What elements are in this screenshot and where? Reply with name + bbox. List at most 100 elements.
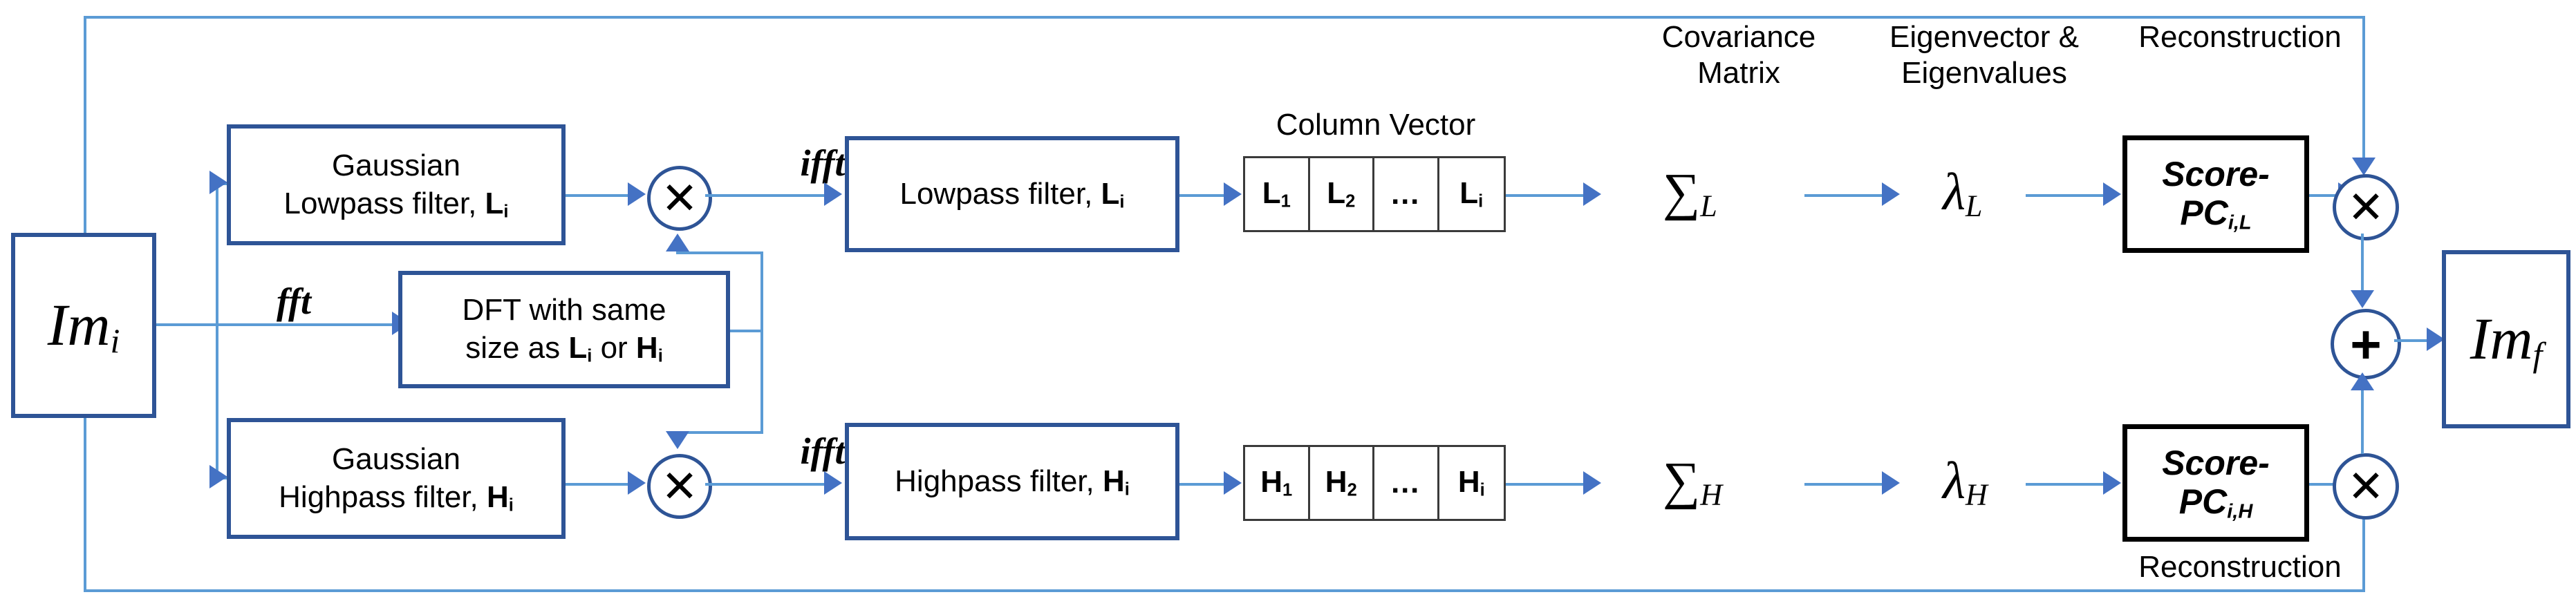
lowpass-eigenvalue-symbol: λL xyxy=(1943,163,1983,223)
link-highpass-covariance-to-eigen xyxy=(1804,483,1887,486)
covariance-matrix-header: Covariance Matrix xyxy=(1661,20,1816,90)
highpass-column-vector[interactable]: H1 H2 … Hi xyxy=(1243,445,1506,521)
vector-cell-label: H1 xyxy=(1260,465,1293,500)
ifft-top-label: ifft xyxy=(800,142,846,184)
highpass-filter-block[interactable]: Highpass filter, Hi xyxy=(845,423,1179,540)
arrow-into-lowpass-eigen xyxy=(1882,182,1900,206)
link-lowpass-filter-to-vector xyxy=(1179,194,1229,197)
feedback-top-vertical-left xyxy=(84,16,86,342)
gaussian-highpass-label: Gaussian Highpass filter, Hi xyxy=(279,441,514,515)
lowpass-score-pc-label: Score- PCi,L xyxy=(2162,154,2270,234)
feedback-top-arrow xyxy=(2352,158,2376,175)
vector-cell: H1 xyxy=(1245,447,1310,519)
highpass-covariance-symbol: ∑H xyxy=(1663,452,1723,512)
vector-cell-label: … xyxy=(1390,177,1422,211)
lowpass-filter-label: Lowpass filter, Li xyxy=(899,176,1125,212)
link-top-multiply-to-lowpass-filter xyxy=(705,194,830,197)
gaussian-highpass-block[interactable]: Gaussian Highpass filter, Hi xyxy=(227,418,566,539)
vector-cell-label: L2 xyxy=(1327,176,1356,211)
input-split-vertical xyxy=(216,182,218,479)
top-multiply-glyph: ✕ xyxy=(661,173,698,223)
lowpass-score-pc-block[interactable]: Score- PCi,L xyxy=(2122,135,2309,253)
feedback-top-vertical-right xyxy=(2362,16,2365,158)
input-image-block[interactable]: Imi xyxy=(11,233,156,418)
arrow-into-highpass-eigen xyxy=(1882,471,1900,495)
feedback-top-horizontal xyxy=(84,16,2365,19)
arrow-into-top-multiply-left xyxy=(628,182,646,206)
highpass-score-pc-label: Score- PCi,H xyxy=(2162,443,2270,522)
link-sum-to-output xyxy=(2394,339,2432,342)
gaussian-lowpass-label: Gaussian Lowpass filter, Li xyxy=(283,148,509,222)
reconstruction-top-header: Reconstruction xyxy=(2138,20,2342,54)
reconstruction-bottom-header: Reconstruction xyxy=(2138,550,2342,584)
feedback-bottom-vertical-right xyxy=(2362,495,2365,591)
arrow-into-highpass-vector xyxy=(1224,471,1242,495)
vector-cell: H2 xyxy=(1310,447,1375,519)
link-gaussian-highpass-to-multiply xyxy=(566,483,635,486)
top-right-multiply-operator[interactable]: ✕ xyxy=(2333,174,2399,240)
bottom-multiply-glyph: ✕ xyxy=(661,462,698,511)
highpass-filter-label: Highpass filter, Hi xyxy=(895,464,1130,500)
vector-cell-label: H2 xyxy=(1325,465,1357,500)
link-highpass-filter-to-vector xyxy=(1179,483,1229,486)
arrow-into-sum-top xyxy=(2351,290,2374,308)
output-image-block[interactable]: Imf xyxy=(2442,250,2570,428)
vector-cell: L2 xyxy=(1310,158,1375,230)
vector-cell-ellipsis: … xyxy=(1374,447,1439,519)
lowpass-column-vector[interactable]: L1 L2 … Li xyxy=(1243,156,1506,232)
dft-block[interactable]: DFT with same size as Li or Hi xyxy=(398,271,730,388)
arrow-into-lowpass-covariance xyxy=(1583,182,1601,206)
arrow-into-sum-bottom xyxy=(2351,372,2374,390)
sum-glyph: + xyxy=(2350,314,2382,374)
arrow-into-lowpass-score xyxy=(2103,182,2121,206)
vector-cell-label: L1 xyxy=(1262,176,1291,211)
link-input-to-dft xyxy=(156,323,398,326)
link-highpass-vector-to-covariance xyxy=(1506,483,1589,486)
vector-cell: Hi xyxy=(1439,447,1504,519)
vector-cell: Li xyxy=(1439,158,1504,230)
link-bottom-multiply-to-highpass-filter xyxy=(705,483,830,486)
dft-to-top-multiply xyxy=(676,251,763,254)
vector-cell-label: Hi xyxy=(1457,465,1485,500)
arrow-into-output-image xyxy=(2427,327,2445,351)
vector-cell: L1 xyxy=(1245,158,1310,230)
fft-label: fft xyxy=(277,281,311,322)
link-lowpass-vector-to-covariance xyxy=(1506,194,1589,197)
top-multiply-operator[interactable]: ✕ xyxy=(647,166,712,231)
highpass-eigenvalue-symbol: λH xyxy=(1943,452,1988,512)
feedback-bottom-horizontal xyxy=(84,589,2365,592)
arrow-into-lowpass-filter xyxy=(824,182,842,206)
bottom-multiply-operator[interactable]: ✕ xyxy=(647,454,712,519)
sum-operator[interactable]: + xyxy=(2331,309,2401,379)
arrow-into-lowpass-vector xyxy=(1224,182,1242,206)
vector-cell-ellipsis: … xyxy=(1374,158,1439,230)
highpass-score-pc-block[interactable]: Score- PCi,H xyxy=(2122,424,2309,542)
link-highpass-eigen-to-score xyxy=(2026,483,2109,486)
link-lowpass-eigen-to-score xyxy=(2026,194,2109,197)
dft-out-stub xyxy=(730,330,763,332)
bottom-right-multiply-operator[interactable]: ✕ xyxy=(2333,453,2399,520)
link-bottom-right-multiply-to-sum xyxy=(2361,390,2364,454)
dft-to-bottom-multiply xyxy=(676,431,763,434)
feedback-bottom-vertical-left xyxy=(84,417,86,592)
gaussian-lowpass-block[interactable]: Gaussian Lowpass filter, Li xyxy=(227,124,566,245)
output-image-label: Imf xyxy=(2470,305,2543,374)
vector-cell-label: … xyxy=(1390,466,1422,500)
lowpass-filter-block[interactable]: Lowpass filter, Li xyxy=(845,136,1179,252)
arrow-into-gaussian-lowpass xyxy=(209,171,227,194)
column-vector-header: Column Vector xyxy=(1276,108,1476,142)
arrow-into-highpass-filter xyxy=(824,471,842,495)
arrow-into-highpass-covariance xyxy=(1583,471,1601,495)
link-top-right-multiply-to-sum xyxy=(2361,234,2364,301)
lowpass-covariance-symbol: ∑L xyxy=(1663,163,1717,223)
link-gaussian-lowpass-to-multiply xyxy=(566,194,635,197)
dft-out-vertical xyxy=(760,251,763,434)
arrow-into-top-multiply xyxy=(666,234,689,251)
top-right-multiply-glyph: ✕ xyxy=(2347,182,2384,232)
bottom-right-multiply-glyph: ✕ xyxy=(2347,462,2384,511)
arrow-into-bottom-multiply xyxy=(666,431,689,449)
arrow-into-gaussian-highpass xyxy=(209,465,227,488)
dft-label: DFT with same size as Li or Hi xyxy=(462,293,666,366)
eigenvector-eigenvalues-header: Eigenvector & Eigenvalues xyxy=(1889,20,2079,90)
